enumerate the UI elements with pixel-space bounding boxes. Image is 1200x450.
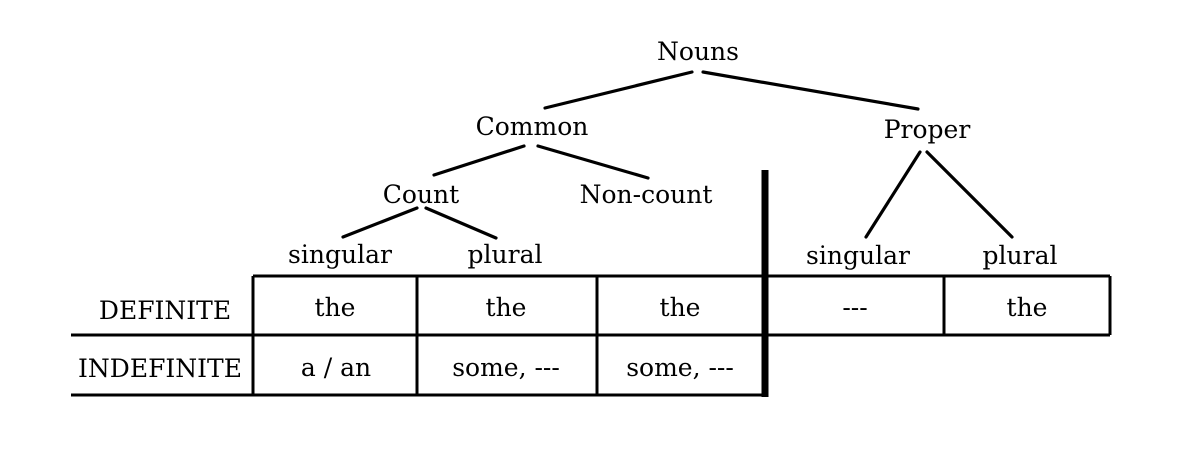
cell-definite-noncount: the — [659, 293, 701, 322]
cell-indefinite-count-singular: a / an — [300, 353, 372, 382]
edge-nouns-common — [543, 70, 694, 110]
cell-indefinite-count-plural: some, --- — [452, 353, 560, 382]
edge-common-noncount — [536, 144, 650, 180]
tree-node-noncount: Non-count — [579, 180, 713, 209]
tree-leaf-proper-singular: singular — [806, 241, 910, 270]
row-label-definite: DEFINITE — [98, 296, 232, 325]
edge-proper-plural — [925, 150, 1014, 239]
edge-count-singular — [341, 206, 419, 239]
tree-node-nouns: Nouns — [657, 37, 739, 66]
tree-leaf-proper-plural: plural — [982, 241, 1058, 270]
cell-definite-count-plural: the — [485, 293, 527, 322]
tree-leaf-count-singular: singular — [288, 240, 392, 269]
cell-definite-count-singular: the — [314, 293, 356, 322]
row-label-indefinite: INDEFINITE — [78, 354, 242, 383]
tree-node-common: Common — [475, 112, 589, 141]
edge-common-count — [432, 144, 526, 177]
cell-definite-proper-singular: --- — [842, 293, 868, 322]
edge-nouns-proper — [701, 70, 920, 111]
tree-leaf-count-plural: plural — [467, 240, 543, 269]
edge-count-plural — [424, 206, 498, 240]
tree-node-count: Count — [382, 180, 460, 209]
edge-proper-singular — [864, 150, 922, 239]
tree-node-proper: Proper — [883, 115, 971, 144]
cell-definite-proper-plural: the — [1006, 293, 1048, 322]
cell-indefinite-noncount: some, --- — [626, 353, 734, 382]
